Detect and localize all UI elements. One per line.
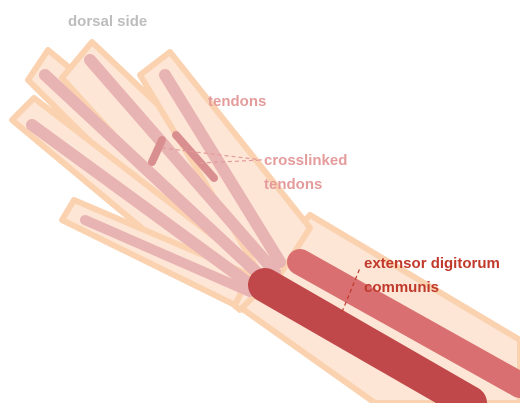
label-tendons: tendons [208, 93, 266, 110]
label-crosslinked: crosslinked [264, 152, 347, 169]
label-extensor-digitorum: extensor digitorum [364, 255, 500, 272]
label-crosslinked-tendons: tendons [264, 176, 322, 193]
label-dorsal-side: dorsal side [68, 13, 147, 30]
label-communis: communis [364, 279, 439, 296]
